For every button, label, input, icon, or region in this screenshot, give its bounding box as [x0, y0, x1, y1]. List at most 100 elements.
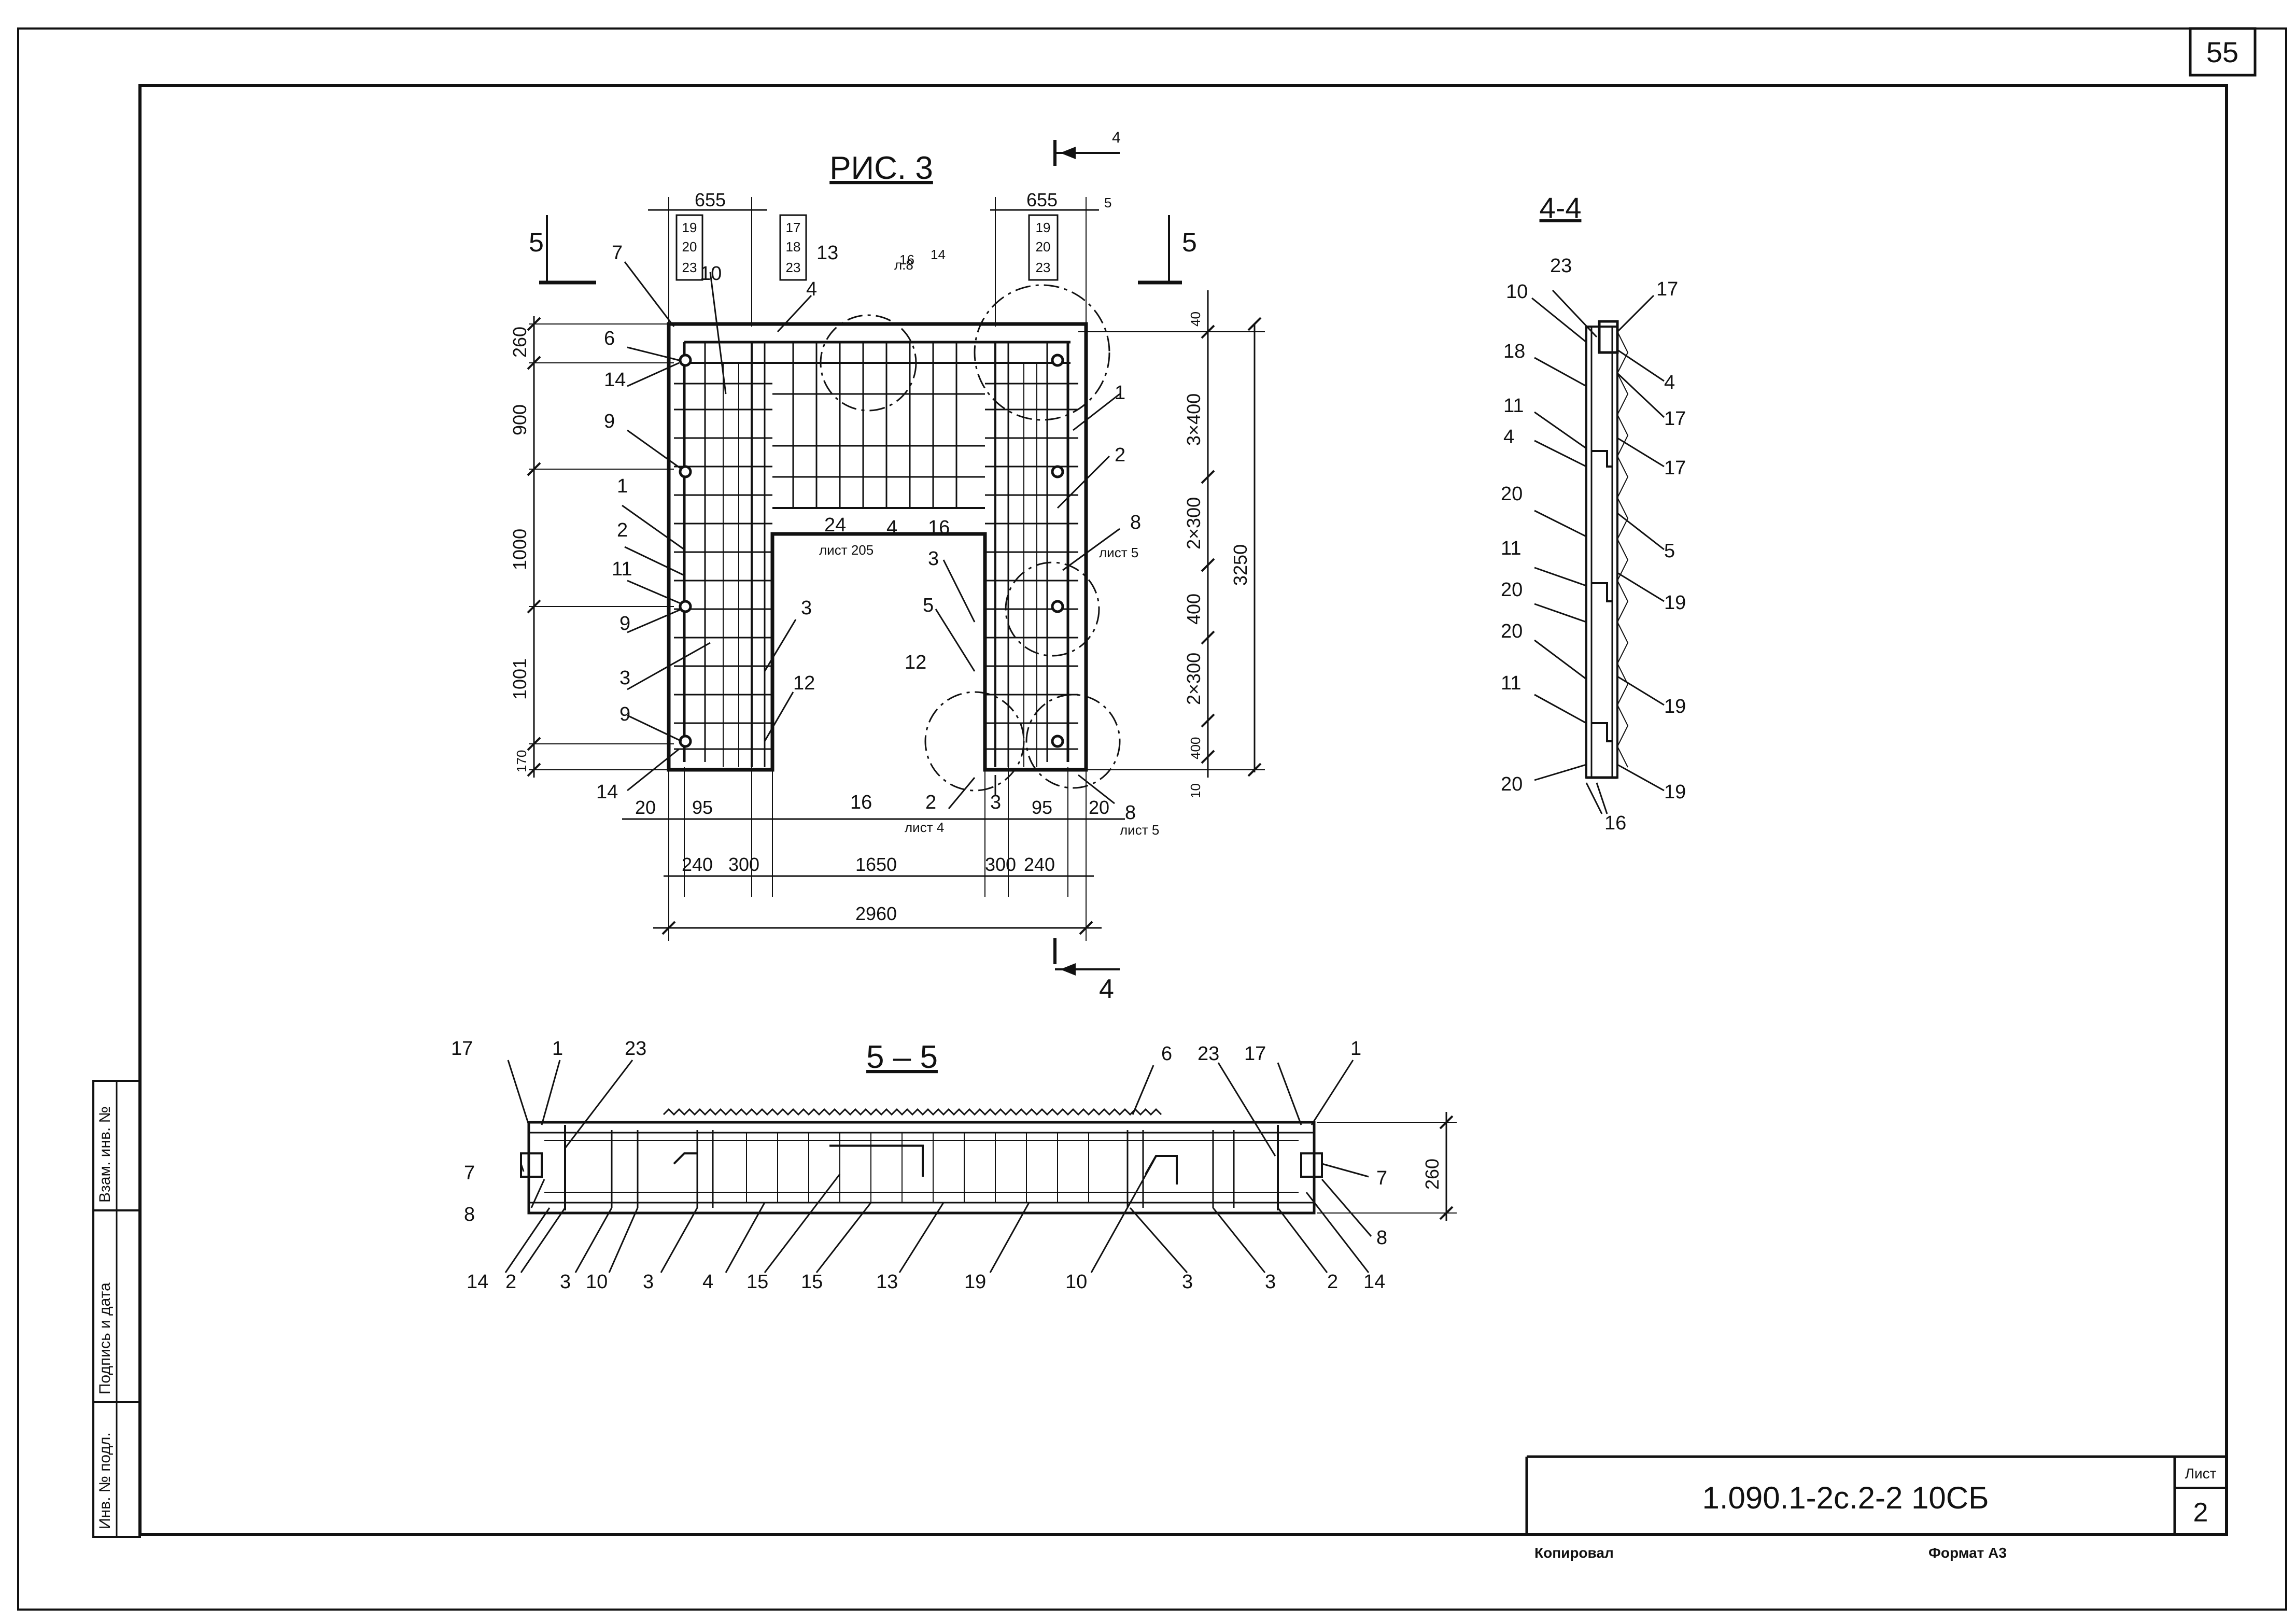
dim-right-2x300-a: 2×300	[1183, 497, 1204, 549]
dim-right-3x400: 3×400	[1183, 393, 1204, 446]
s44-20d: 20	[1501, 773, 1523, 795]
dim-bot-95-left: 95	[692, 797, 713, 818]
plan-callout-3a: 3	[619, 667, 630, 689]
stamp-inv-orig: Инв. № подл.	[96, 1432, 114, 1529]
dim-left-1001: 1001	[509, 658, 530, 700]
plan-callout-1r: 1	[1115, 382, 1125, 404]
section-44-leaders	[1531, 289, 1665, 792]
plan-callout-4b: 4	[886, 517, 897, 539]
s55-s7l: 7	[464, 1162, 475, 1184]
plan-callout-11: 11	[612, 558, 632, 580]
section-55-leaders	[504, 1060, 1372, 1273]
stack-c16t: 16	[899, 252, 914, 267]
s55-s7r: 7	[1376, 1167, 1387, 1189]
dim-top-655-right: 655	[1026, 189, 1058, 210]
cut-markers	[539, 140, 1182, 976]
dim-bot-300-left: 300	[728, 854, 759, 875]
s44-5: 5	[1664, 540, 1675, 562]
plan-callout-24: 24	[824, 514, 846, 536]
stamp-inv-replace: Взам. инв. №	[96, 1106, 114, 1203]
stack-c13: 13	[816, 242, 838, 264]
dim-top	[648, 197, 1099, 327]
s55-t6: 6	[1161, 1043, 1172, 1065]
s55-b3d: 3	[1265, 1271, 1276, 1293]
copied-label: Копировал	[1534, 1545, 1614, 1561]
dim-overall-3250: 3250	[1230, 544, 1251, 586]
s44-23: 23	[1550, 255, 1572, 277]
s55-t1l: 1	[552, 1038, 563, 1060]
stack-l5: 5	[1104, 195, 1111, 210]
dim-right-2x300-b: 2×300	[1183, 653, 1204, 705]
stack-m23: 23	[786, 260, 801, 275]
stack-m17: 17	[786, 220, 801, 235]
plan-callout-8b: 8	[1125, 802, 1136, 824]
stack-m18: 18	[786, 239, 801, 255]
s44-10: 10	[1506, 281, 1528, 303]
plan-callout-9b: 9	[619, 613, 630, 634]
format-label: Формат А3	[1928, 1545, 2007, 1561]
stack-frames	[675, 214, 1059, 281]
s55-b10b: 10	[1065, 1271, 1087, 1293]
s55-b19: 19	[964, 1271, 986, 1293]
sheet-ref-d: лист 5	[1120, 822, 1159, 838]
s44-17b: 17	[1664, 408, 1686, 430]
s55-b4: 4	[702, 1271, 713, 1293]
s55-t17r: 17	[1244, 1043, 1266, 1065]
dim-chain-left	[527, 316, 541, 778]
dim-section55-260: 260	[1421, 1159, 1443, 1190]
plan-callout-9c: 9	[619, 703, 630, 725]
s55-t1r: 1	[1350, 1038, 1361, 1060]
s44-11b: 11	[1501, 538, 1521, 559]
s44-16: 16	[1604, 812, 1626, 834]
plan-callout-3b: 3	[801, 597, 812, 619]
plan-callout-4a: 4	[806, 278, 817, 300]
sheet-ref-b: лист 5	[1099, 545, 1138, 560]
s55-b14l: 14	[467, 1271, 488, 1293]
plan-callout-16b: 16	[850, 792, 872, 813]
dim-right-400-a: 400	[1183, 594, 1204, 625]
plan-callout-7: 7	[612, 242, 623, 264]
sheet-number-box	[2189, 27, 2257, 77]
s44-4a: 4	[1664, 372, 1675, 393]
s55-b3c: 3	[1182, 1271, 1193, 1293]
dim-left-1000: 1000	[509, 529, 530, 570]
plan-callout-14b: 14	[596, 781, 618, 803]
plan-callout-16: 16	[928, 517, 950, 539]
s44-20a: 20	[1501, 483, 1523, 505]
stack-l20: 20	[682, 239, 697, 255]
s55-b10a: 10	[586, 1271, 608, 1293]
s55-b15a: 15	[746, 1271, 768, 1293]
dim-bot-300-right: 300	[985, 854, 1016, 875]
stack-l23: 23	[682, 260, 697, 275]
stack-r23: 23	[1036, 260, 1051, 275]
dim-overall-2960: 2960	[855, 903, 897, 924]
dim-bot-240-right: 240	[1024, 854, 1055, 875]
s55-t17l: 17	[451, 1038, 473, 1060]
dim-right-400-b: 400	[1188, 737, 1203, 759]
fig-title: РИС. 3	[829, 150, 933, 186]
sheet-value: 2	[2193, 1498, 2208, 1528]
cut4-top: 4	[1112, 129, 1121, 146]
detail-circles	[820, 284, 1121, 792]
s44-18: 18	[1503, 341, 1525, 362]
sheet-ref-a: л.8	[894, 257, 913, 273]
plan-callout-6: 6	[604, 328, 615, 349]
sheet-label: Лист	[2185, 1465, 2217, 1482]
s55-s8r: 8	[1376, 1227, 1387, 1249]
s55-t23l: 23	[625, 1038, 646, 1060]
plan-callout-5r: 5	[923, 595, 934, 616]
cut4-bottom: 4	[1099, 974, 1114, 1004]
doc-code: 1.090.1-2с.2-2 10СБ	[1702, 1480, 1989, 1515]
sheet-ref-c: лист 4	[905, 820, 944, 835]
dim-bot-1650: 1650	[855, 854, 897, 875]
plan-callout-3r: 3	[928, 548, 939, 570]
s44-11a: 11	[1503, 395, 1524, 417]
plan-callout-14a: 14	[604, 369, 626, 391]
dim-top-655-left: 655	[695, 189, 726, 210]
plan-callout-12b: 12	[905, 652, 926, 673]
plan-callout-2: 2	[617, 519, 628, 541]
dim-left-260: 260	[509, 327, 530, 358]
dim-right-40: 40	[1188, 312, 1203, 327]
dim-bottom	[622, 818, 1125, 935]
